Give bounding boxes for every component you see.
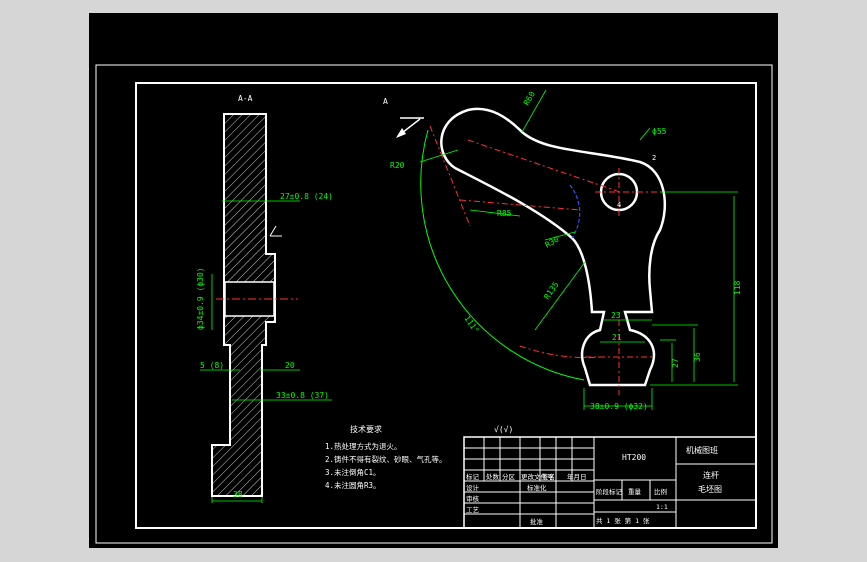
arc-111: [420, 129, 585, 381]
roughness-mark: [269, 225, 277, 237]
view-arrow-label: A: [383, 97, 388, 106]
note-2: 2.铸件不得有裂纹、砂眼、气孔等。: [325, 454, 447, 464]
notes-heading: 技术要求: [350, 424, 382, 434]
cad-viewport: [89, 13, 778, 548]
tb-sheets: 共 1 张 第 1 张: [596, 516, 650, 525]
main-dimensions: [419, 89, 738, 410]
tb-standardize: 标准化: [527, 483, 547, 492]
dim-w21: 21: [612, 333, 622, 342]
tb-stage-mark: 阶段标记: [596, 487, 623, 496]
dim-w23: 23: [611, 311, 621, 320]
tb-material: HT200: [622, 453, 646, 462]
tb-row-review: 审核: [466, 494, 480, 503]
tb-header-5: 年月日: [567, 472, 587, 481]
tb-school: 机械图班: [686, 445, 718, 455]
dim-h27: 27: [671, 358, 680, 368]
blue-arc: [569, 184, 581, 239]
dim-left-depth2: 33±0.8 (37): [276, 391, 329, 400]
tb-header-3: 更改文件号: [521, 472, 554, 481]
tb-weight: 重量: [628, 488, 642, 496]
tb-scale: 1:1: [656, 503, 668, 511]
dim-phi55: ϕ55: [652, 127, 667, 136]
inner-frame: [135, 82, 757, 529]
note-4: 4.未注圆角R3。: [325, 480, 381, 490]
tb-header-4: 签名: [542, 472, 555, 481]
dim-r20: R20: [390, 161, 405, 170]
dim-left-depth: 27±0.8 (24): [280, 192, 333, 201]
dim-h36: 36: [693, 352, 702, 362]
note-1: 1.热处理方式为退火。: [325, 441, 402, 451]
tb-header-2: 分区: [502, 472, 516, 481]
link-outline: [440, 107, 667, 387]
centerlines: [429, 125, 665, 395]
dim-h118: 118: [733, 280, 742, 295]
tb-header-0: 标记: [466, 472, 480, 481]
tb-row-process: 工艺: [466, 506, 480, 514]
dim-r4: 4: [617, 201, 621, 209]
dim-left-bore: ϕ34±0.9 (ϕ30): [196, 267, 205, 330]
section-title: A-A: [238, 94, 253, 103]
dim-bottom: 38±0.9 (ϕ32): [590, 402, 648, 411]
dim-r135: R135: [542, 280, 561, 301]
note-3: 3.未注倒角C1。: [325, 467, 381, 477]
tb-part-name: 连杆: [703, 470, 719, 480]
outer-frame: [95, 64, 773, 544]
dim-left-len: 20: [285, 361, 295, 370]
dim-r2: 2: [652, 154, 656, 162]
title-block: [463, 436, 757, 529]
tb-approve: 批准: [530, 517, 544, 526]
dim-r60: R60: [522, 90, 537, 107]
view-arrow: [396, 117, 424, 138]
tb-scale-label: 比例: [654, 487, 667, 496]
section-dimensions: [200, 200, 332, 503]
section-view: [211, 113, 298, 497]
dim-left-width: 38: [233, 490, 243, 499]
roughness-symbol: √(√): [494, 425, 513, 434]
dim-left-step: 5 (8): [200, 361, 224, 370]
tb-header-1: 处数: [486, 472, 500, 481]
dim-angle: 111°: [462, 314, 480, 335]
tb-drawing-type: 毛坯图: [698, 484, 722, 494]
dim-r85: R85: [497, 209, 512, 218]
tb-row-design: 设计: [466, 483, 480, 492]
